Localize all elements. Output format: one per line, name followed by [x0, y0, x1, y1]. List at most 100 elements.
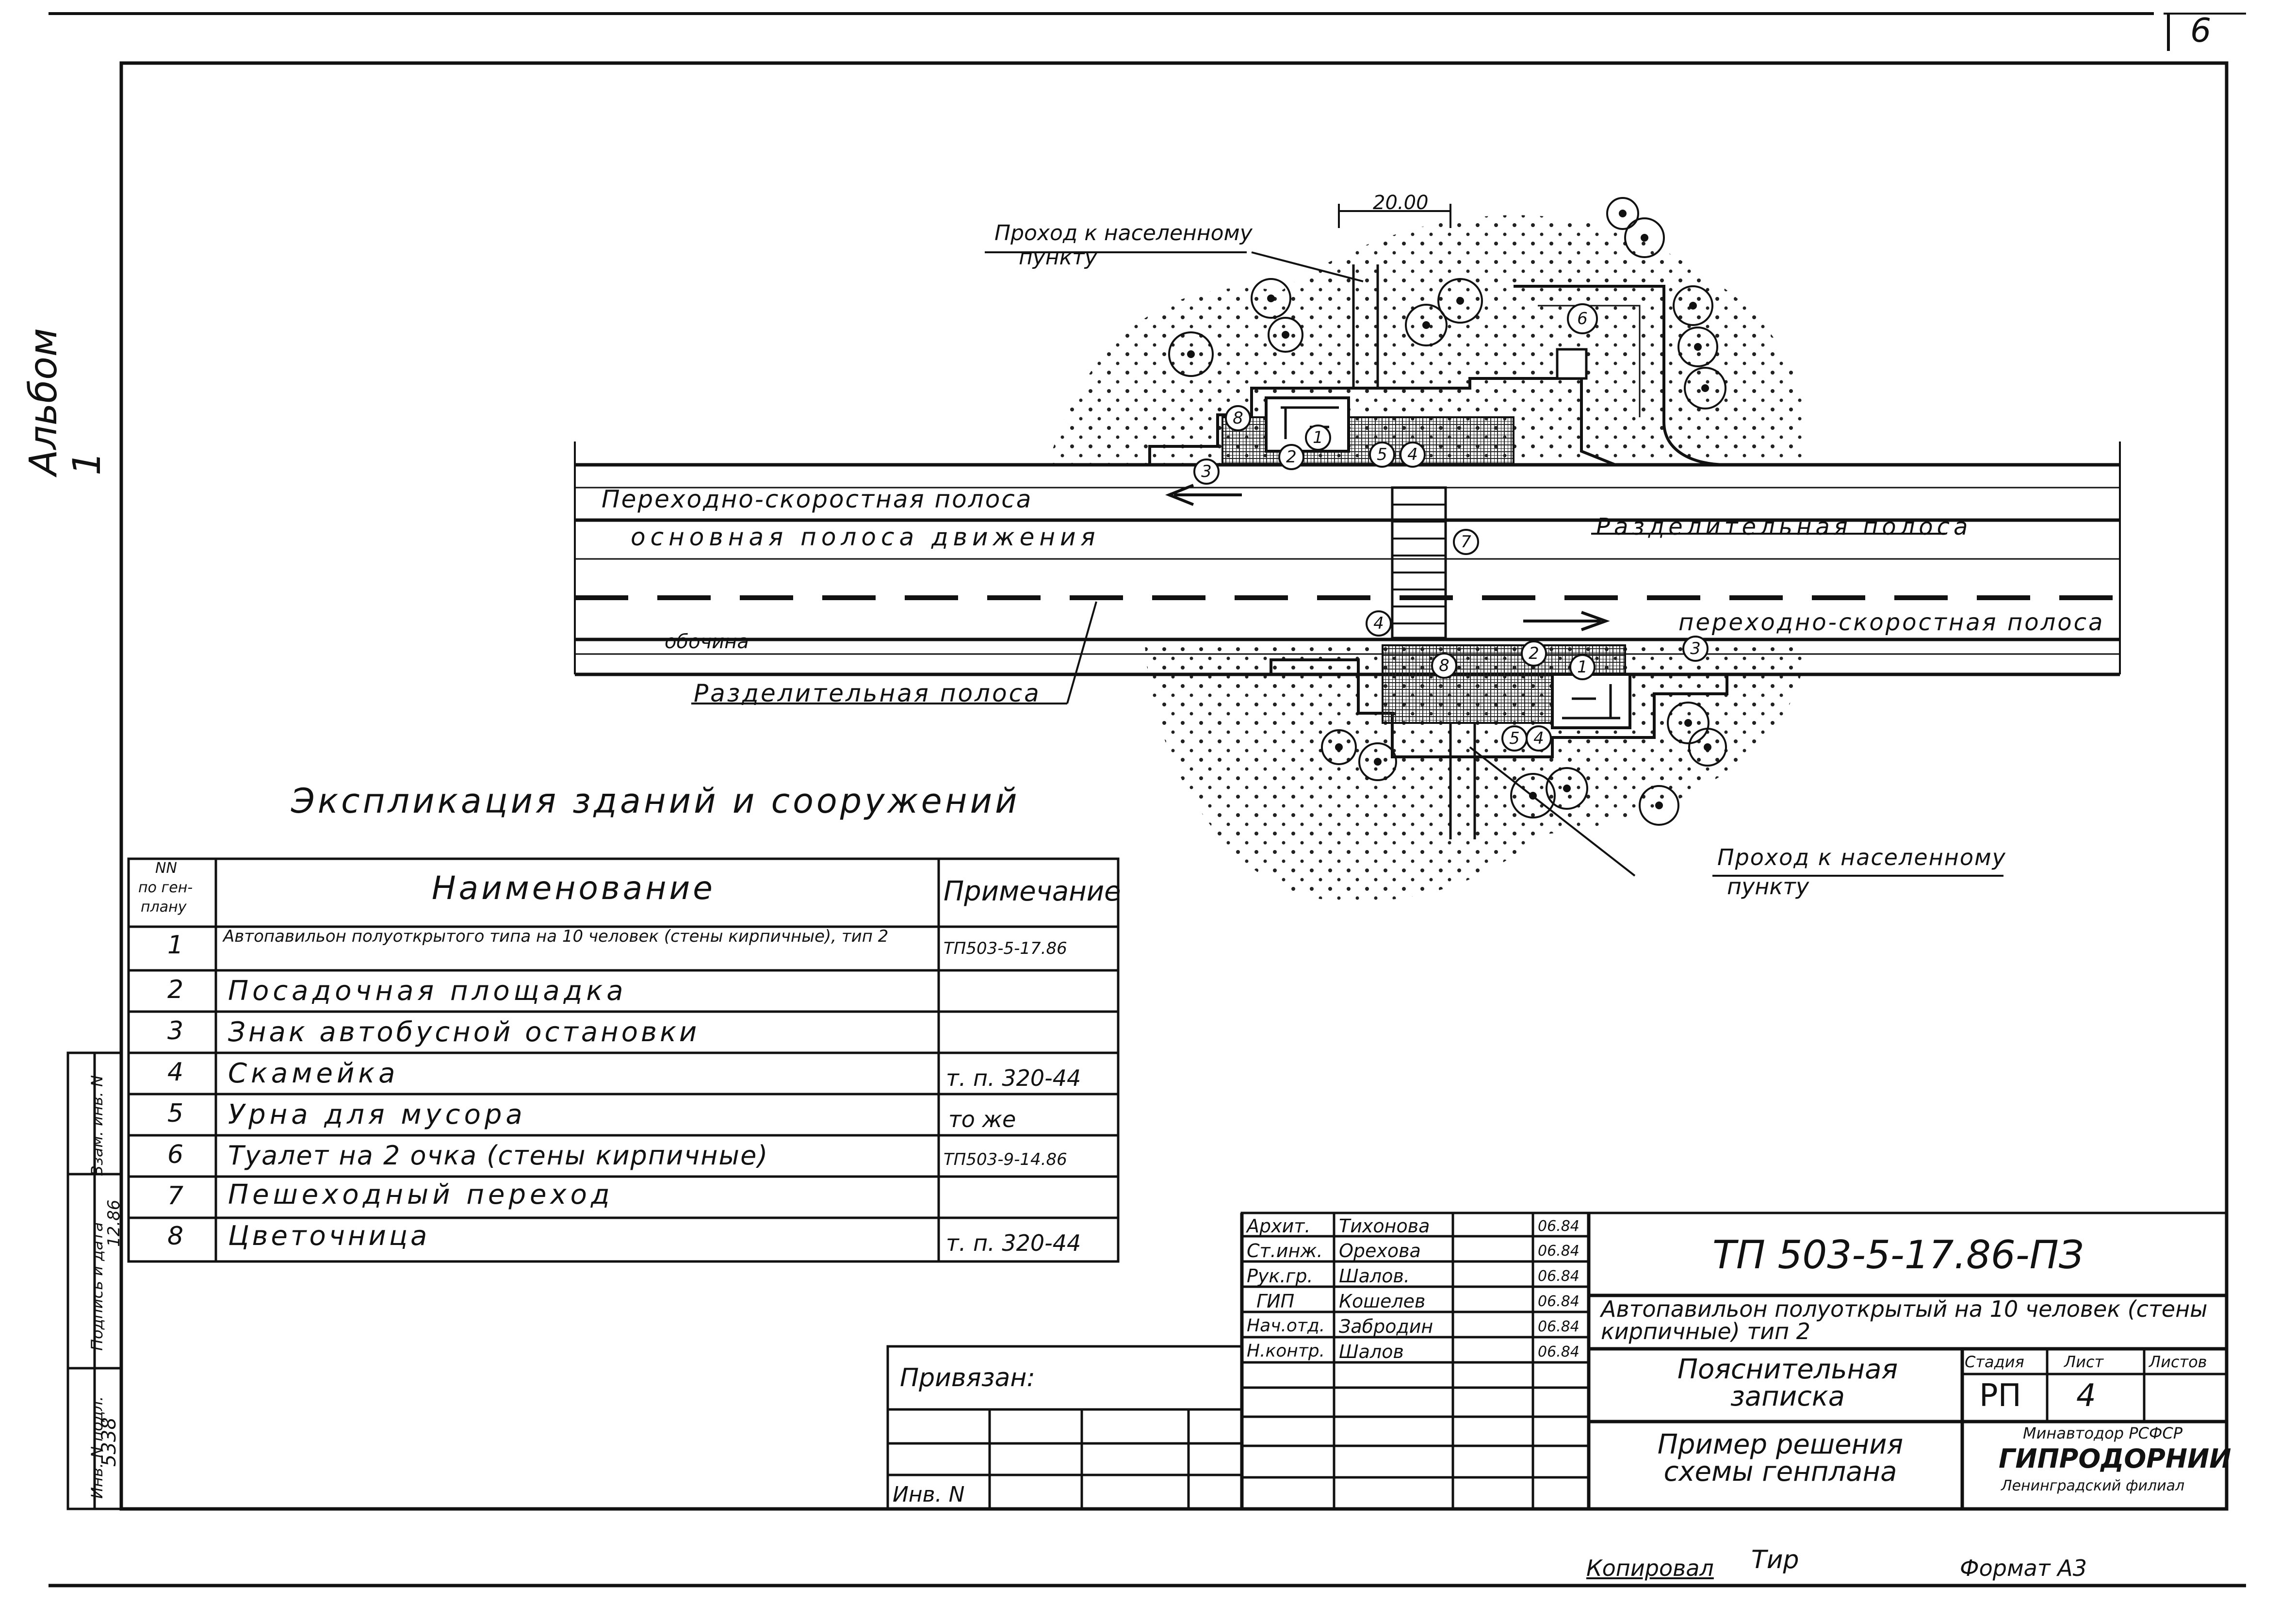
role-cell: ГИП [1256, 1291, 1295, 1312]
col-note-header: Примечание [944, 876, 1121, 907]
role-cell: Нач.отд. [1247, 1316, 1325, 1336]
date-cell: 06.84 [1538, 1343, 1580, 1360]
side-stamp-frame [66, 1051, 123, 1510]
name-cell: Орехова [1339, 1240, 1421, 1261]
row-note: ТП503-9-14.86 [944, 1150, 1067, 1169]
binding-inv-label: Инв. N [893, 1482, 965, 1507]
name-cell: Тихонова [1339, 1215, 1430, 1237]
marker-top-3: 3 [1193, 458, 1220, 485]
row-note: т. п. 320-44 [946, 1230, 1081, 1256]
binding-label: Привязан: [900, 1363, 1035, 1392]
sheet-value: 4 [2076, 1378, 2096, 1414]
vegetation-top [1048, 215, 1807, 466]
format-label: Формат А3 [1960, 1555, 2087, 1581]
role-cell: Архит. [1247, 1215, 1311, 1237]
row-name: Знак автобусной остановки [228, 1016, 700, 1048]
marker-bottom-1: 1 [1569, 654, 1596, 680]
title-block-grid [1240, 1211, 2228, 1510]
dimension-line [1338, 204, 1451, 228]
role-cell: Рук.гр. [1247, 1265, 1313, 1287]
lane-main-label: основная полоса движения [631, 523, 1100, 551]
role-cell: Н.контр. [1247, 1341, 1325, 1361]
row-name: Цветочница [228, 1220, 430, 1252]
marker-crossing-7: 7 [1453, 529, 1479, 555]
page-number: 6 [2190, 12, 2212, 50]
date-cell: 06.84 [1538, 1318, 1580, 1335]
copied-label: Копировал [1586, 1555, 1714, 1581]
row-note: т. п. 320-44 [946, 1065, 1081, 1091]
explication-title: Экспликация зданий и сооружений [291, 781, 1020, 821]
date-cell: 06.84 [1538, 1268, 1580, 1285]
org-ministry: Минавтодор РСФСР [2023, 1424, 2183, 1442]
side-stamp-replace-label: Взам. инв. N [88, 1075, 106, 1176]
col-num-header-3: плану [141, 899, 187, 916]
row-name: Скамейка [228, 1058, 399, 1089]
row-num: 8 [167, 1222, 184, 1251]
marker-top-4: 4 [1400, 442, 1426, 468]
row-note: то же [948, 1106, 1016, 1132]
trees-top [1168, 197, 1726, 409]
bottom-pavilion [1551, 673, 1631, 729]
role-cell: Ст.инж. [1247, 1240, 1323, 1261]
sheets-label: Листов [2149, 1353, 2207, 1371]
row-name: Автопавильон полуоткрытого типа на 10 че… [223, 927, 889, 946]
date-cell: 06.84 [1538, 1293, 1580, 1310]
side-stamp-inv-number: 5338 [98, 1417, 120, 1467]
row-name: Посадочная площадка [228, 975, 627, 1007]
sheet-label: Лист [2064, 1353, 2104, 1371]
name-cell: Забродин [1339, 1316, 1433, 1337]
name-cell: Шалов [1339, 1341, 1404, 1362]
arrow-west [1165, 484, 1242, 506]
arrow-east [1523, 611, 1610, 631]
marker-bottom-8: 8 [1431, 653, 1457, 679]
copied-sign: Тир [1751, 1545, 1799, 1574]
side-stamp-sign-label: Подпись и дата [88, 1222, 106, 1351]
document-code: ТП 503-5-17.86-ПЗ [1712, 1232, 2084, 1277]
stage-value: РП [1979, 1378, 2021, 1414]
bottom-passage-label-1: Проход к населенному [1717, 844, 2006, 870]
marker-top-8: 8 [1225, 405, 1251, 431]
row-num: 1 [167, 931, 184, 960]
side-stamp-date: 12.86 [104, 1199, 124, 1247]
toilet-block [1556, 348, 1588, 380]
marker-bottom-3: 3 [1682, 636, 1709, 662]
name-cell: Шалов. [1339, 1265, 1410, 1287]
org-name: ГИПРОДОРНИИ [1999, 1443, 2231, 1474]
date-cell: 06.84 [1538, 1243, 1580, 1260]
col-name-header: Наименование [432, 869, 716, 907]
explication-table-grid [127, 857, 1120, 1263]
bottom-access-path [1449, 723, 1476, 839]
org-branch: Ленинградский филиал [2001, 1477, 2185, 1494]
row-name: Туалет на 2 очка (стены кирпичные) [228, 1140, 769, 1171]
marker-top-6: 6 [1567, 303, 1598, 334]
row-num: 3 [167, 1016, 184, 1046]
site-plan [574, 197, 2121, 901]
name-cell: Кошелев [1339, 1291, 1426, 1312]
album-label: Альбом 1 [22, 328, 109, 475]
marker-top-1: 1 [1305, 425, 1331, 451]
marker-bottom-4: 4 [1366, 610, 1392, 637]
lane-upper-label: Переходно-скоростная полоса [602, 485, 1033, 513]
project-name: Автопавильон полуоткрытый на 10 человек … [1601, 1296, 2208, 1344]
row-num: 4 [167, 1058, 184, 1087]
lane-lower-label: переходно-скоростная полоса [1678, 609, 2105, 636]
marker-bottom-4b: 4 [1526, 725, 1552, 752]
edge-label: обочина [665, 631, 749, 653]
row-note: ТП503-5-17.86 [944, 939, 1067, 958]
dimension-label: 20.00 [1373, 192, 1429, 214]
marker-top-2: 2 [1278, 444, 1304, 470]
stage-label: Стадия [1965, 1353, 2024, 1371]
divider-upper-label: Разделительная полоса [1596, 513, 1972, 540]
marker-bottom-5: 5 [1501, 725, 1528, 752]
sheet-name: Пример решения схемы генплана [1657, 1429, 1904, 1488]
col-num-header-2: по ген- [138, 879, 193, 896]
top-driveway [1514, 285, 1727, 466]
marker-bottom-2: 2 [1521, 640, 1547, 667]
pedestrian-crossing [1391, 486, 1447, 639]
row-num: 2 [167, 975, 184, 1004]
row-num: 5 [167, 1099, 184, 1128]
top-passage-label-1: Проход к населенному [994, 221, 1253, 246]
marker-top-5: 5 [1369, 442, 1395, 468]
top-platform-outline [1148, 377, 1616, 466]
